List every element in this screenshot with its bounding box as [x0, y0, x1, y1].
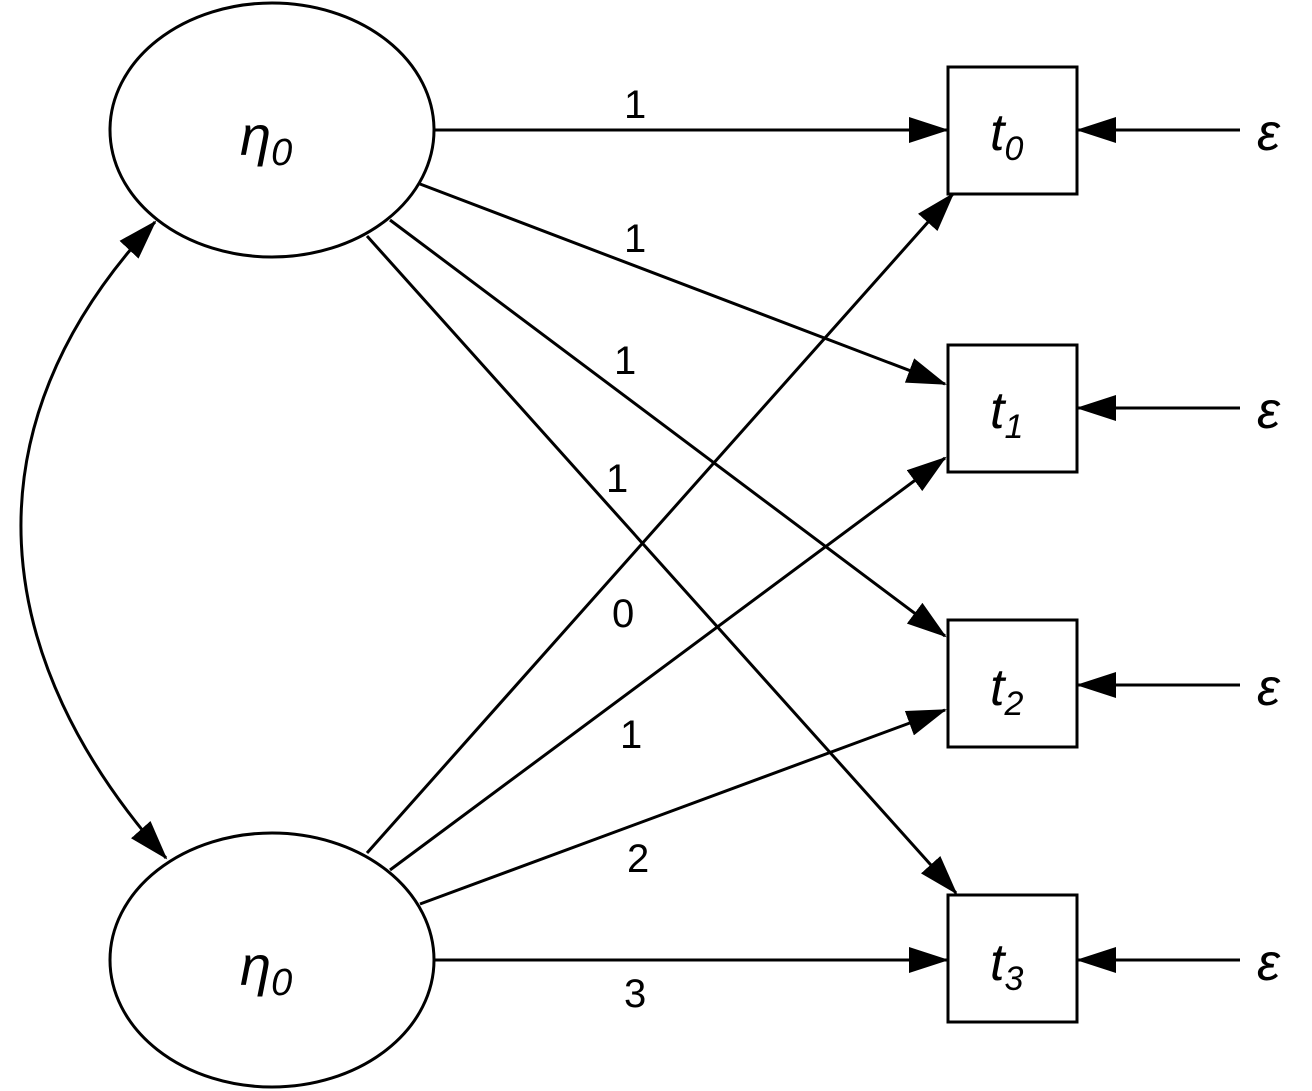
- error-label-t3: ε: [1257, 934, 1281, 992]
- observed-node-t3: t3: [946, 893, 1079, 1024]
- observed-t0-symbol: t: [990, 104, 1007, 162]
- loading-label-top-t3: 1: [606, 457, 628, 501]
- svg-text:η0: η0: [240, 934, 292, 1004]
- loading-label-bottom-t2: 2: [627, 837, 649, 881]
- error-label-t1: ε: [1257, 382, 1281, 440]
- observed-node-t1: t1: [946, 343, 1079, 474]
- edge-bottom-t0: [365, 192, 955, 854]
- latent-top-symbol: η: [240, 104, 271, 167]
- error-label-t2: ε: [1257, 659, 1281, 717]
- observed-node-t0: t0: [946, 65, 1079, 196]
- observed-t3-symbol: t: [990, 934, 1007, 992]
- loading-label-bottom-t3: 3: [624, 972, 646, 1016]
- observed-node-t2: t2: [946, 618, 1079, 749]
- observed-t2-symbol: t: [990, 659, 1007, 717]
- latent-top-subscript: 0: [271, 132, 292, 174]
- svg-text:t0: t0: [990, 104, 1023, 168]
- loading-label-top-t0: 1: [624, 83, 646, 127]
- edge-top-t3: [365, 234, 958, 895]
- observed-t2-subscript: 2: [1003, 685, 1023, 723]
- covariance-arrow: [19, 220, 168, 860]
- edge-top-t2: [389, 218, 947, 638]
- observed-t1-subscript: 1: [1004, 408, 1023, 446]
- latent-node-bottom: η0: [108, 831, 436, 1089]
- observed-t1-symbol: t: [990, 382, 1007, 440]
- svg-text:t3: t3: [990, 934, 1023, 998]
- svg-text:t2: t2: [990, 659, 1023, 723]
- observed-t0-subscript: 0: [1004, 130, 1023, 168]
- latent-bottom-symbol: η: [240, 934, 271, 997]
- edge-top-t1: [419, 182, 947, 386]
- latent-bottom-subscript: 0: [271, 962, 292, 1004]
- latent-node-top: η0: [108, 1, 436, 259]
- loading-label-top-t2: 1: [614, 339, 636, 383]
- edge-bottom-t2: [419, 708, 947, 906]
- loading-label-top-t1: 1: [624, 217, 646, 261]
- error-label-t0: ε: [1257, 104, 1281, 162]
- svg-text:η0: η0: [240, 104, 292, 174]
- edge-bottom-t1: [389, 456, 947, 872]
- loading-label-bottom-t0: 0: [612, 592, 634, 636]
- loading-label-bottom-t1: 1: [620, 713, 642, 757]
- observed-t3-subscript: 3: [1004, 960, 1023, 998]
- svg-text:t1: t1: [990, 382, 1023, 446]
